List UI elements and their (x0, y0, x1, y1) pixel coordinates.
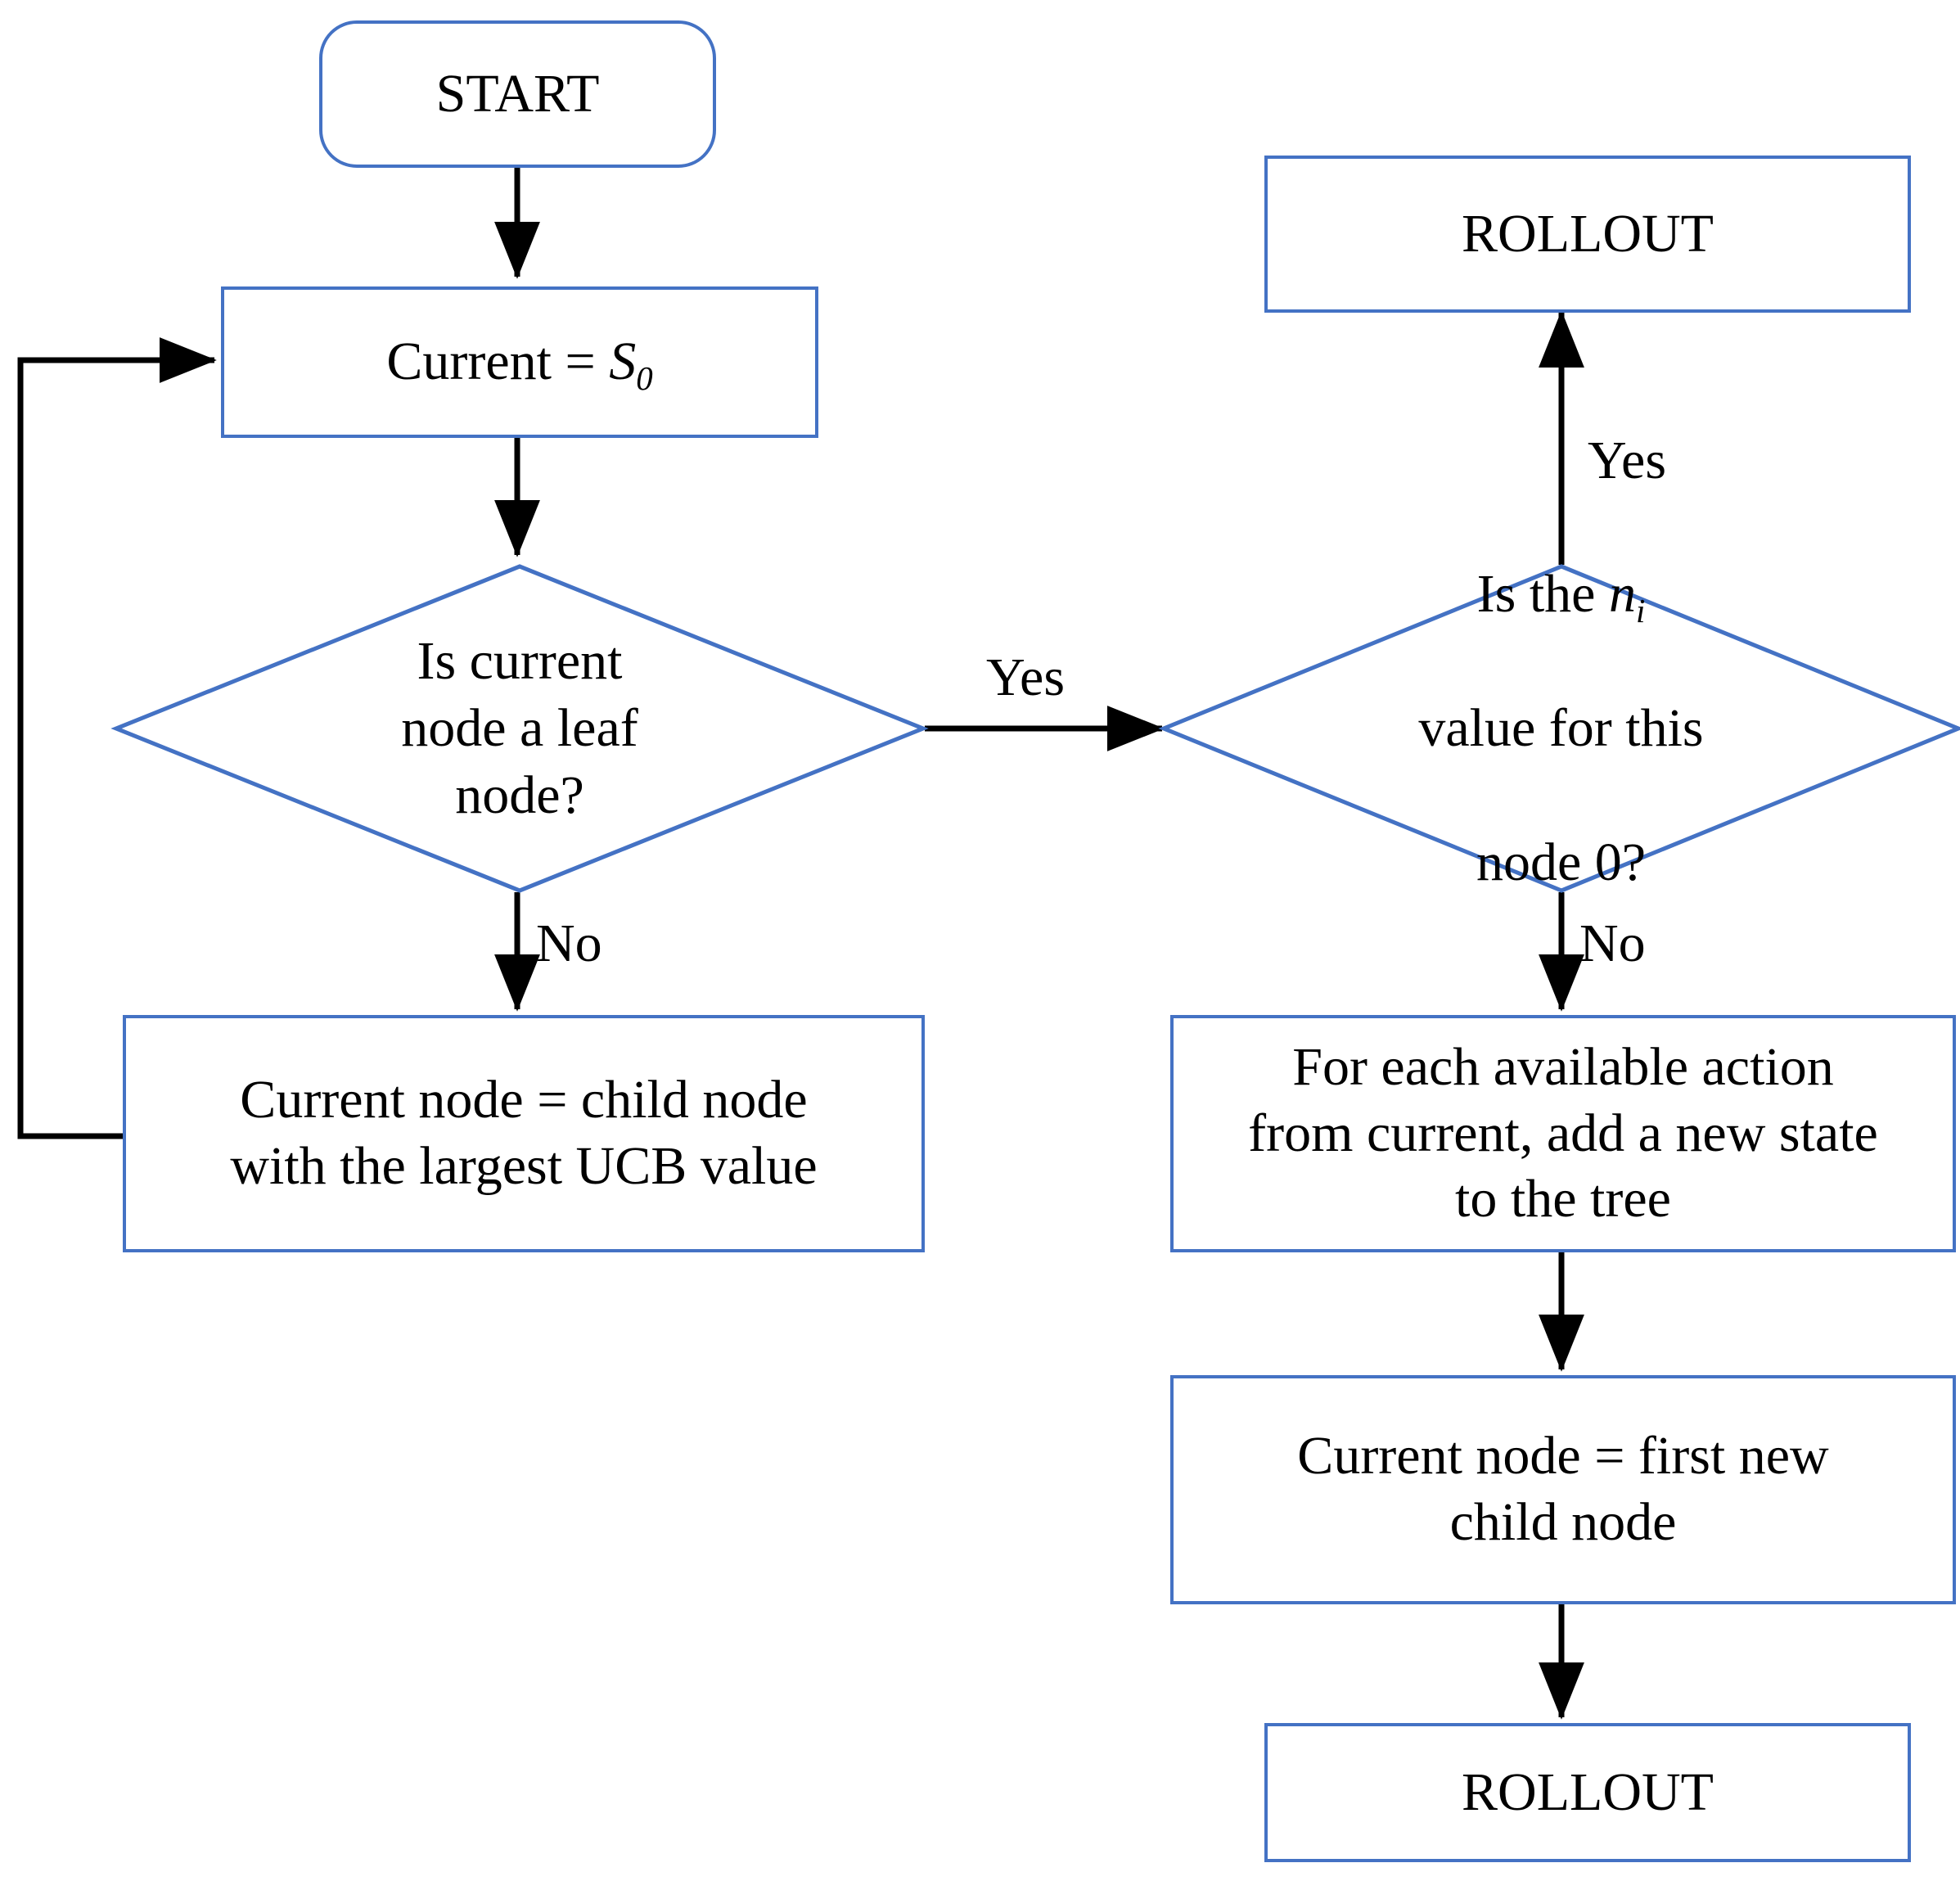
node-rollout-top[interactable]: ROLLOUT (1264, 156, 1911, 313)
edge-label-leaf-no: No (536, 913, 602, 973)
node-first-child[interactable]: Current node = first new child node (1170, 1375, 1956, 1604)
node-current-equals-s0-text: Current = S0 (386, 332, 653, 397)
variable-s: S (609, 332, 637, 392)
edge-label-ni-yes: Yes (1588, 431, 1667, 490)
node-leaf-decision[interactable]: Is current node a leaf node? (110, 564, 929, 893)
node-start[interactable]: START (319, 20, 716, 168)
node-ni-decision[interactable]: Is the ni value for this node 0? (1158, 564, 1960, 893)
node-current-equals-s0[interactable]: Current = S0 (221, 286, 818, 438)
edge-select-child-feedback-loop (17, 337, 217, 1139)
node-expand[interactable]: For each available action from current, … (1170, 1015, 1956, 1252)
subscript-zero: 0 (636, 359, 653, 397)
edge-label-leaf-yes: Yes (986, 647, 1066, 707)
node-rollout-bottom[interactable]: ROLLOUT (1264, 1723, 1911, 1862)
leaf-decision-shape (110, 564, 929, 893)
edge-label-ni-no: No (1579, 913, 1646, 973)
ni-decision-shape (1158, 564, 1960, 893)
node-select-child[interactable]: Current node = child node with the large… (123, 1015, 925, 1252)
